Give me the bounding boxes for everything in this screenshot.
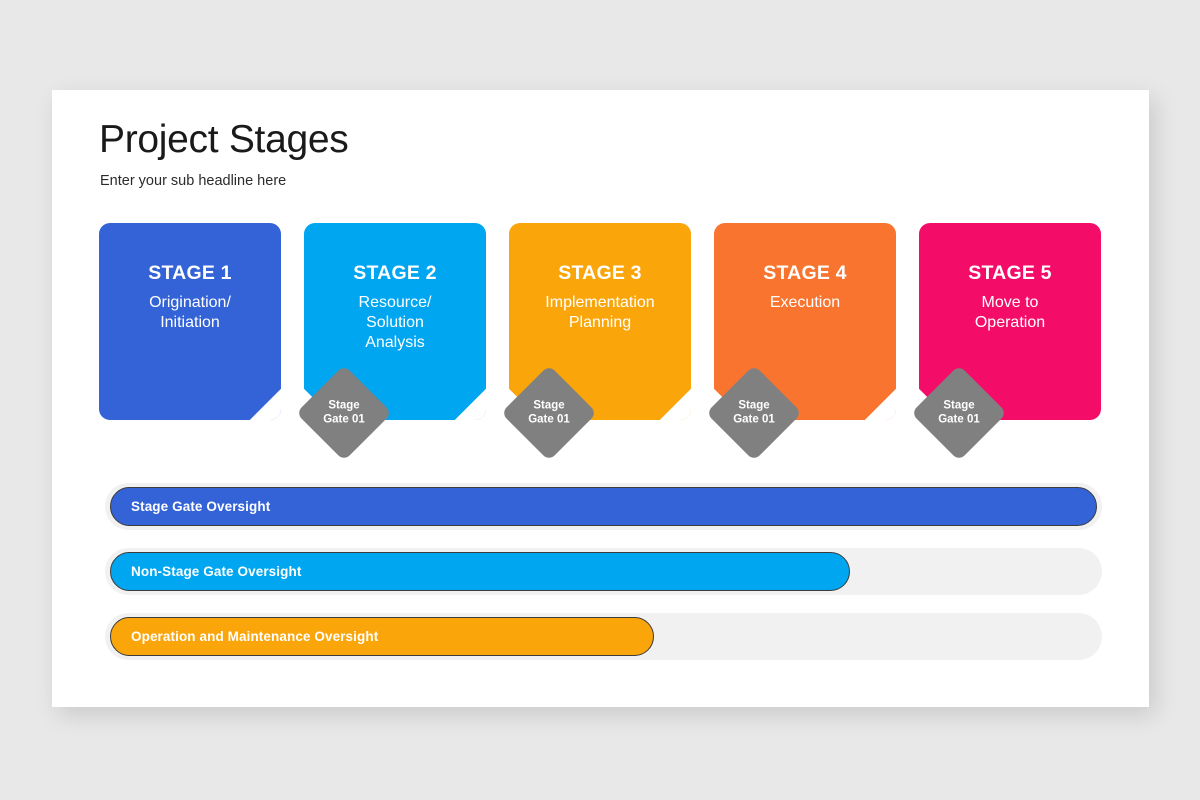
oversight-bar-fill-1[interactable]: Stage Gate Oversight <box>110 487 1097 526</box>
stage-card-title: STAGE 1 <box>148 262 232 284</box>
stage-card-description: Origination/Initiation <box>149 294 231 332</box>
stage-card-description: Execution <box>769 294 841 311</box>
page-title: Project Stages <box>99 118 349 161</box>
oversight-bar-track-3: Operation and Maintenance Oversight <box>105 613 1102 660</box>
page-subtitle: Enter your sub headline here <box>100 173 287 189</box>
oversight-bar-fill-3[interactable]: Operation and Maintenance Oversight <box>110 617 654 656</box>
stage-card-title: STAGE 4 <box>763 262 847 284</box>
slide-panel: Project Stages Enter your sub headline h… <box>52 90 1149 707</box>
oversight-bar-track-2: Non-Stage Gate Oversight <box>105 548 1102 595</box>
oversight-bar-label: Operation and Maintenance Oversight <box>131 629 379 644</box>
stage-card-title: STAGE 2 <box>353 262 437 284</box>
stage-cards-row: STAGE 1 Origination/Initiation STAGE 2 Reso… <box>99 223 1102 420</box>
oversight-bar-label: Non-Stage Gate Oversight <box>131 564 302 579</box>
stage-card-title: STAGE 3 <box>558 262 642 284</box>
stage-card-title: STAGE 5 <box>968 262 1052 284</box>
oversight-bar-fill-2[interactable]: Non-Stage Gate Oversight <box>110 552 850 591</box>
stage-card-1[interactable]: STAGE 1 Origination/Initiation <box>99 223 281 420</box>
oversight-bar-track-1: Stage Gate Oversight <box>105 483 1102 530</box>
oversight-bar-label: Stage Gate Oversight <box>131 499 271 514</box>
